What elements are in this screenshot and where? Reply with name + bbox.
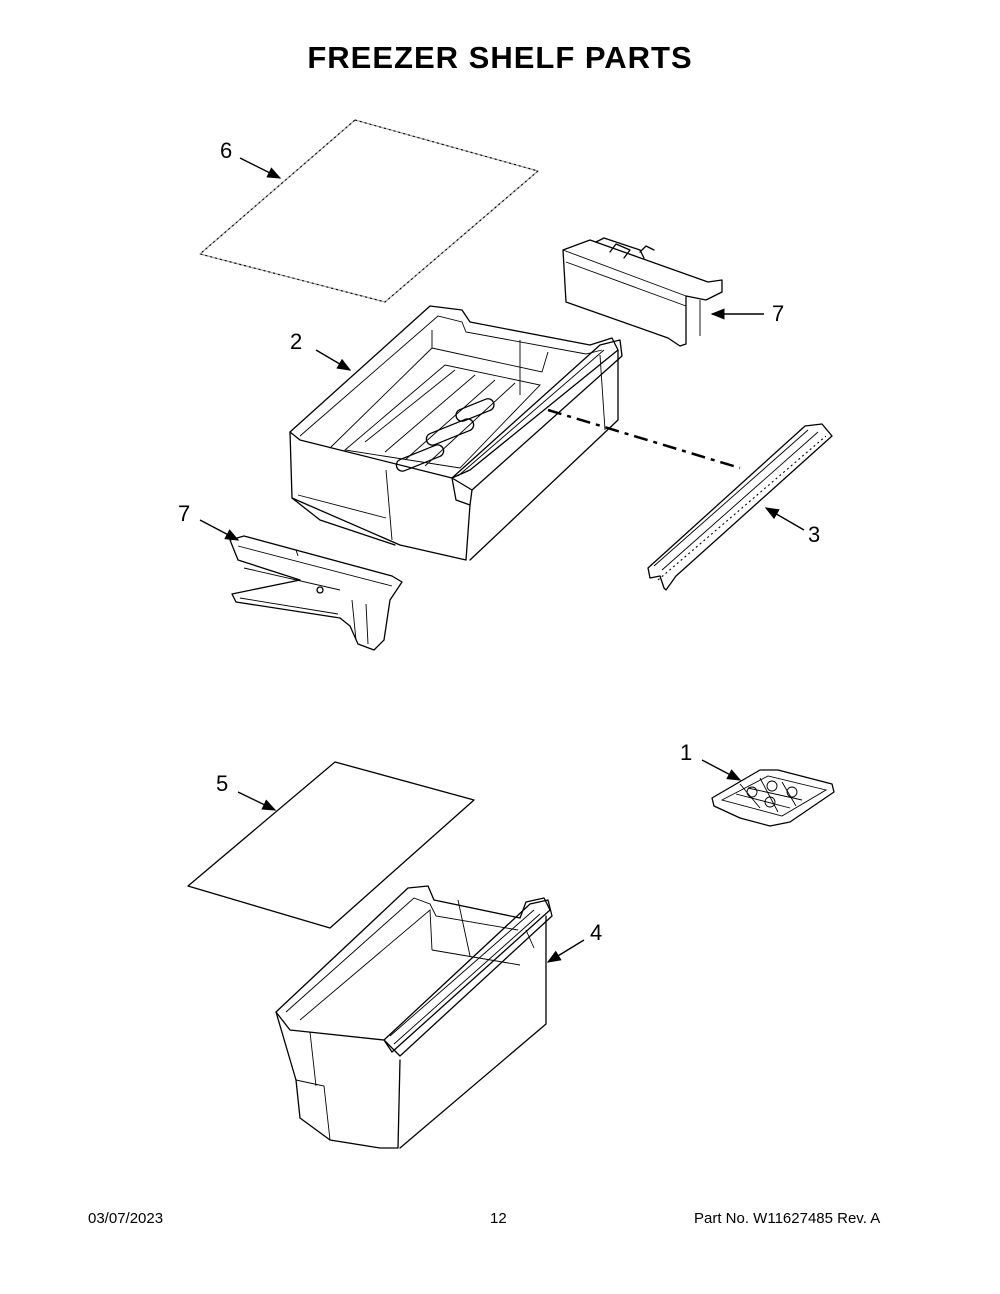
page-title: FREEZER SHELF PARTS (307, 40, 693, 75)
part-4-lower-basket (275, 885, 553, 1149)
part-7-rail-clip-right (562, 237, 723, 347)
leader-arrow-3 (764, 507, 805, 531)
footer-page-number: 12 (490, 1210, 507, 1227)
callout-7-right: 7 (772, 301, 785, 326)
callout-3: 3 (808, 522, 821, 547)
part-1-ice-tray (711, 769, 835, 827)
leader-arrow-2 (315, 349, 352, 371)
leader-arrow-1 (701, 759, 742, 781)
callout-7-left: 7 (178, 501, 191, 526)
callout-2: 2 (290, 329, 303, 354)
part-3-rail (647, 423, 833, 591)
leader-arrow-5 (237, 791, 277, 811)
assembly-axis-line (547, 408, 741, 470)
leader-arrow-7-left (199, 519, 240, 541)
part-7-rail-clip-left (229, 535, 403, 651)
callout-6: 6 (220, 138, 233, 163)
callout-5: 5 (216, 771, 229, 796)
callout-4: 4 (590, 920, 603, 945)
leader-arrow-6 (239, 157, 282, 179)
part-6-shelf-cover (198, 119, 540, 303)
footer-date: 03/07/2023 (88, 1210, 164, 1227)
part-2-upper-basket (289, 305, 623, 561)
leader-arrow-4 (546, 939, 585, 963)
part-5-shelf-cover (187, 761, 475, 929)
footer-part-number: Part No. W11627485 Rev. A (694, 1210, 881, 1227)
callout-1: 1 (680, 740, 693, 765)
